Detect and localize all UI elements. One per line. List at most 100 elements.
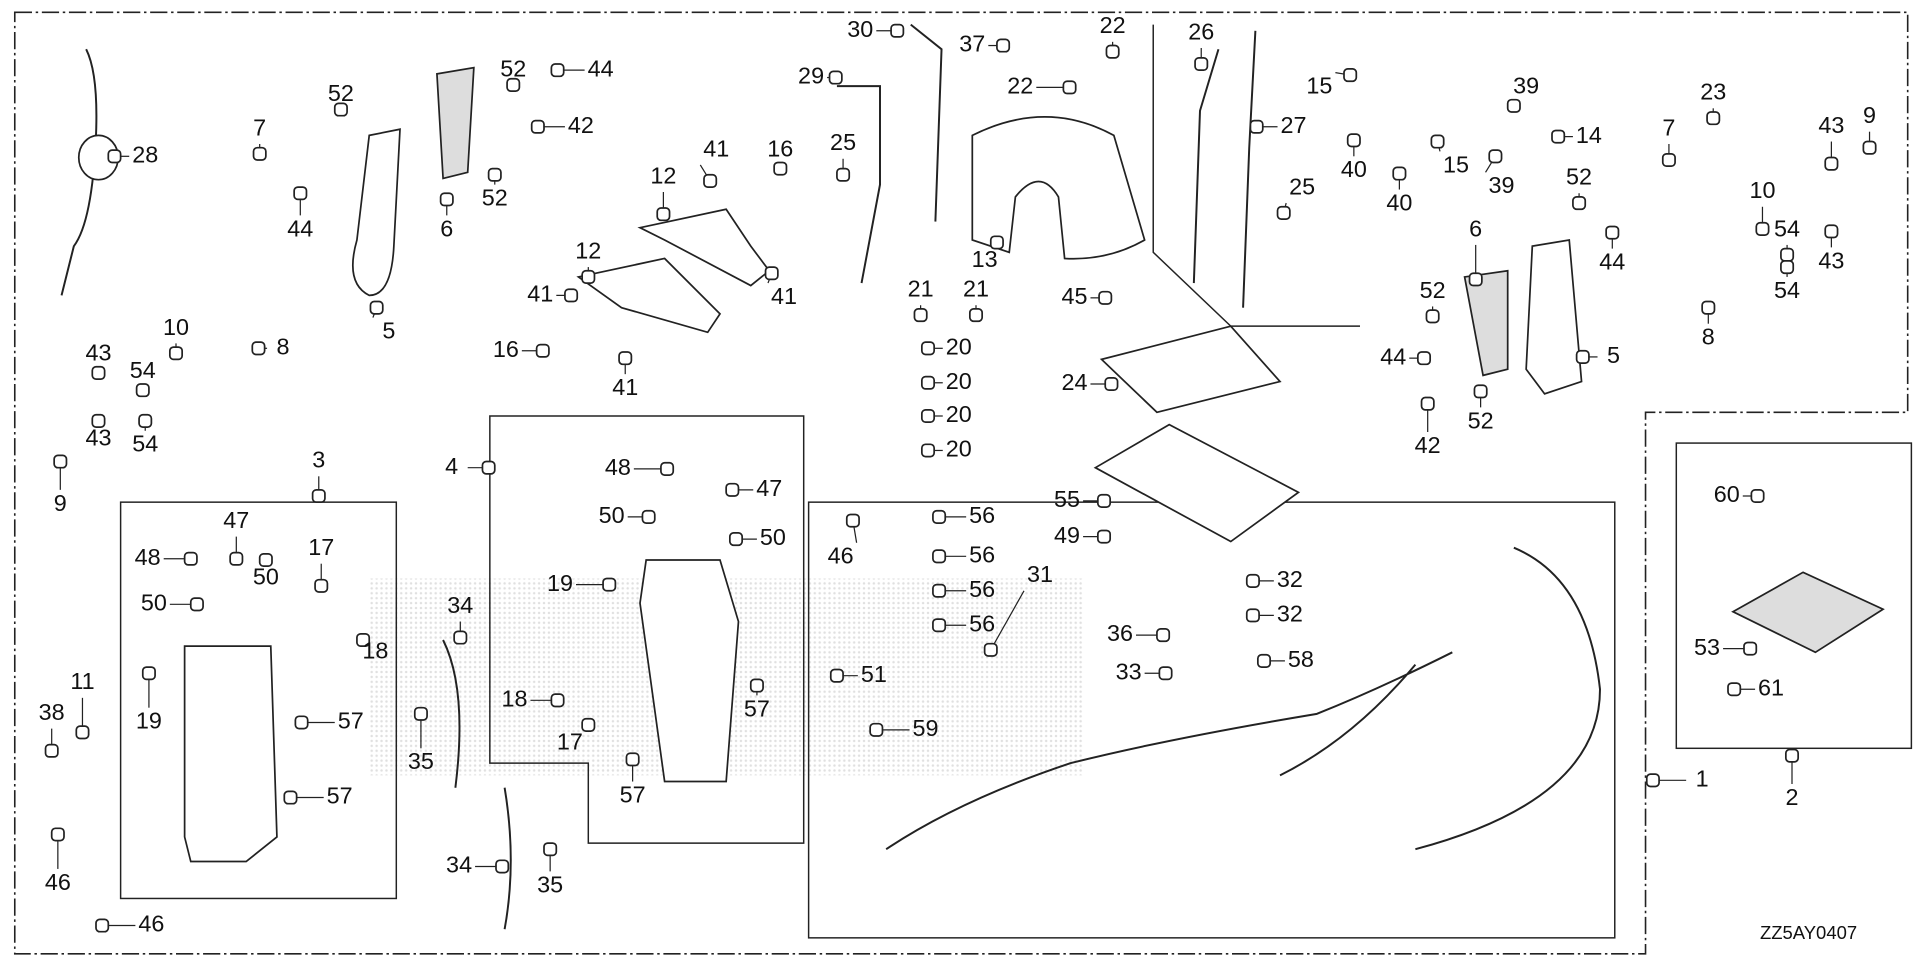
callout-label: 32 [1277, 601, 1303, 627]
gasket-plate [1093, 423, 1301, 543]
callout-label: 42 [1415, 432, 1441, 458]
callout-label: 52 [1420, 277, 1446, 303]
callout-label: 52 [482, 185, 508, 211]
part-glyph [764, 266, 779, 281]
part-glyph [656, 207, 671, 222]
callout-label: 13 [972, 246, 998, 272]
part-glyph [1343, 68, 1358, 83]
part-glyph [189, 597, 204, 612]
leader-line [990, 590, 1025, 651]
part-shapes [60, 23, 1885, 930]
control-box-center [639, 559, 740, 783]
part-glyph [138, 413, 153, 428]
callout-label: 34 [446, 852, 472, 878]
callout-label: 56 [969, 541, 995, 567]
part-glyph [1346, 133, 1361, 148]
lever-5-left [351, 128, 401, 297]
callout-label: 60 [1714, 481, 1740, 507]
callout-label: 15 [1306, 73, 1332, 99]
callout-label: 20 [946, 436, 972, 462]
callout-label: 20 [946, 401, 972, 427]
callout-label: 45 [1061, 283, 1087, 309]
callout-label: 41 [527, 281, 553, 307]
part-glyph [1824, 156, 1839, 171]
part-glyph [1194, 56, 1209, 72]
part-glyph [1506, 98, 1521, 113]
part-glyph [1780, 260, 1795, 275]
part-glyph [168, 346, 184, 361]
callout-label: 17 [557, 729, 583, 755]
part-glyph [487, 167, 502, 182]
remote-cover [971, 116, 1146, 260]
callout-label: 7 [1662, 114, 1675, 140]
callout-label: 16 [493, 336, 519, 362]
part-glyph [1156, 628, 1171, 643]
part-glyph [1572, 196, 1587, 211]
part-glyph [1096, 529, 1112, 544]
wire-26 [1192, 48, 1220, 284]
callout-label: 41 [612, 374, 638, 400]
part-glyph [50, 827, 65, 842]
part-glyph [543, 842, 558, 857]
callout-label: 55 [1054, 486, 1080, 512]
callout-label: 54 [130, 357, 156, 383]
part-glyph [1245, 573, 1260, 588]
callout-label: 10 [163, 314, 189, 340]
part-glyph [333, 102, 348, 117]
callout-label: 34 [447, 592, 473, 618]
part-glyph [1784, 748, 1800, 763]
callout-label: 24 [1061, 369, 1087, 395]
callout-label: 42 [568, 112, 594, 138]
wire-27 [1242, 30, 1257, 308]
callout-label: 17 [308, 534, 334, 560]
part-glyph [703, 173, 718, 188]
callout-label: 38 [39, 699, 65, 725]
callout-label: 54 [132, 431, 158, 457]
callout-label: 57 [338, 708, 364, 734]
part-glyph [920, 341, 936, 356]
part-glyph [251, 341, 266, 356]
bracket-12b [576, 257, 722, 334]
part-glyph [1727, 682, 1742, 697]
callout-label: 53 [1694, 634, 1720, 660]
part-glyph [1430, 134, 1445, 149]
part-glyph [1575, 349, 1590, 364]
part-glyph [495, 859, 510, 874]
callout-label: 49 [1054, 522, 1080, 548]
part-glyph [1468, 272, 1483, 287]
callout-label: 51 [861, 661, 887, 687]
outer-frame [13, 11, 1909, 955]
callout-label: 29 [798, 63, 824, 89]
callout-label: 9 [1863, 102, 1876, 128]
part-glyph [258, 552, 273, 568]
callout-label: 8 [1702, 324, 1715, 350]
part-glyph [983, 642, 998, 657]
part-glyph [641, 509, 656, 524]
part-glyph [1488, 149, 1503, 164]
part-glyph [530, 119, 545, 134]
box-assembly-3 [119, 501, 398, 900]
part-glyph [1096, 493, 1112, 508]
callout-label: 59 [913, 715, 939, 741]
callout-label: 25 [1289, 173, 1315, 199]
callout-label: 6 [1469, 215, 1482, 241]
callout-label: 40 [1341, 156, 1367, 182]
callout-label: 58 [1288, 646, 1314, 672]
callout-label: 4 [445, 453, 458, 479]
part-glyph [183, 551, 198, 566]
part-glyph [1862, 140, 1877, 155]
callout-label: 50 [599, 502, 625, 528]
callout-label: 12 [575, 237, 601, 263]
part-glyph [1425, 309, 1440, 324]
part-glyph [932, 618, 947, 633]
part-glyph [439, 192, 454, 207]
callout-label: 52 [500, 55, 526, 81]
callout-label: 23 [1700, 79, 1726, 105]
callout-label: 36 [1107, 620, 1133, 646]
part-glyph [135, 383, 150, 398]
part-glyph [283, 790, 298, 805]
part-glyph [1256, 653, 1272, 668]
part-glyph [550, 63, 565, 78]
part-glyph [602, 577, 617, 592]
